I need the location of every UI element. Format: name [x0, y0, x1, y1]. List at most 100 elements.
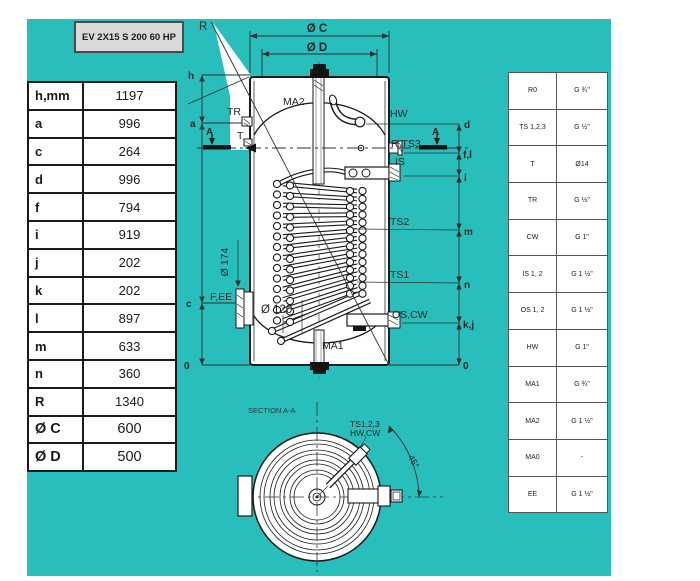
- model-label-box: EV 2X15 S 200 60 HP: [74, 21, 184, 53]
- row-label: OS 1, 2: [508, 292, 557, 330]
- coil-turn-ends: [272, 179, 367, 327]
- row-value: 794: [82, 192, 177, 222]
- tank-front-view: Ø C Ø D R h a c 0 MA2 TR T HW R,TS3 IS T…: [184, 21, 474, 378]
- section-label-leader: [359, 436, 367, 449]
- top-plug: [310, 69, 329, 78]
- section-conn-label-2: HW,CW: [350, 428, 380, 438]
- coil-bottom-ends: [267, 326, 286, 346]
- row-value: 996: [82, 108, 177, 139]
- right-tick-arrows: [456, 124, 462, 365]
- row-label: i: [27, 219, 84, 250]
- row-value: G ½": [556, 108, 608, 147]
- row-value: 360: [82, 358, 177, 389]
- row-value: G 1 ½": [556, 402, 608, 440]
- row-value: Ø14: [556, 145, 608, 184]
- section-left-flange: [237, 475, 253, 517]
- zero-right-label: 0: [463, 361, 469, 372]
- row-label: MA0: [508, 438, 557, 477]
- row-value: G ¾": [556, 365, 608, 404]
- model-label: EV 2X15 S 200 60 HP: [81, 31, 176, 43]
- ma1-label: MA1: [322, 340, 344, 352]
- right-leader-lines: [356, 123, 460, 324]
- row-label: c: [27, 136, 84, 167]
- a-marker-left: A: [206, 127, 213, 138]
- row-value: G ¾": [556, 72, 608, 110]
- section-wall-arrow: [245, 143, 256, 153]
- angle-label: 45°: [406, 453, 421, 470]
- section-45-connection: [325, 443, 371, 489]
- row-label: j: [27, 247, 84, 278]
- r-label: R: [199, 21, 207, 33]
- c-dim-label: c: [186, 299, 192, 310]
- tr-label: TR: [227, 106, 241, 118]
- row-label: h,mm: [27, 81, 84, 111]
- row-value: G 1": [556, 328, 608, 367]
- dia-d-label: Ø D: [307, 42, 327, 54]
- f-ee-flange: [235, 288, 254, 329]
- row-value: 1197: [82, 81, 177, 111]
- row-label: TS 1,2,3: [508, 108, 557, 147]
- section-marker-left: [203, 134, 231, 150]
- hw-label: HW: [390, 108, 408, 120]
- row-label: l: [27, 303, 84, 334]
- section-marker-right: [419, 134, 447, 150]
- radius-line: [210, 21, 390, 366]
- row-value: G 1 ½": [556, 475, 608, 514]
- os-cw-label: OS,CW: [392, 309, 428, 321]
- row-value: G 1 ½": [556, 292, 608, 330]
- is-flange: [344, 163, 401, 182]
- angle-arc: [388, 425, 420, 498]
- n-dim-label: n: [464, 280, 470, 291]
- row-value: 600: [82, 414, 177, 445]
- t-port: [243, 138, 253, 147]
- row-value: 919: [82, 219, 177, 250]
- row-value: -: [556, 438, 608, 477]
- row-value: G ½": [556, 182, 608, 220]
- row-value: G 1": [556, 218, 608, 257]
- row-label: m: [27, 331, 84, 361]
- fl-dim-label: f,l: [463, 150, 472, 161]
- dia174-arrow: [235, 280, 241, 287]
- coil-tubes: [282, 181, 358, 323]
- row-label: MA2: [508, 402, 557, 440]
- section-conn-label-1: TS1,2,3: [350, 419, 380, 429]
- row-label: Ø D: [27, 442, 84, 473]
- row-value: 633: [82, 331, 177, 361]
- row-value: 897: [82, 303, 177, 334]
- kj-dim-label: k,j: [463, 320, 474, 331]
- ma2-label: MA2: [283, 96, 305, 108]
- os-cw-flange: [346, 311, 401, 331]
- row-label: IS 1, 2: [508, 255, 557, 294]
- is-label: IS: [395, 156, 405, 168]
- row-value: 1340: [82, 386, 177, 417]
- ts1-label: TS1: [390, 269, 409, 281]
- hw-pipe: [328, 94, 366, 128]
- row-label: MA1: [508, 365, 557, 404]
- row-value: 500: [82, 442, 177, 473]
- row-label: TR: [508, 182, 557, 220]
- row-value: 264: [82, 136, 177, 167]
- dia-174-label: Ø 174: [219, 248, 231, 277]
